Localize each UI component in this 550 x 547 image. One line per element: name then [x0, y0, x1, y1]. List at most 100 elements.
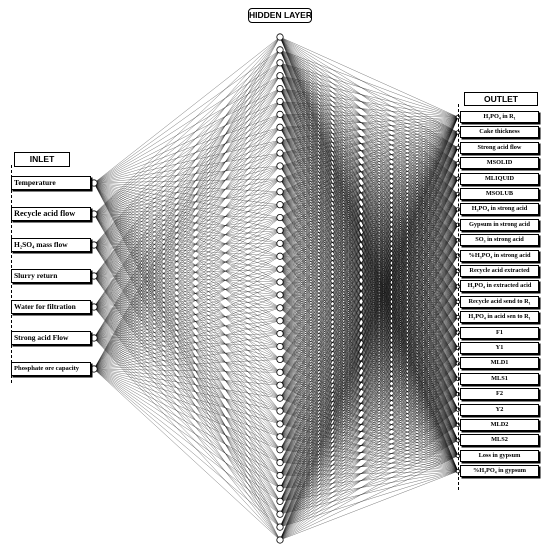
- connection-line: [279, 116, 459, 425]
- connection-line: [279, 132, 459, 541]
- connection-line: [93, 36, 281, 215]
- connection-line: [279, 378, 459, 502]
- connection-line: [93, 368, 281, 412]
- connection-line: [279, 394, 459, 541]
- connection-line: [93, 36, 281, 339]
- connection-line: [279, 116, 459, 128]
- connection-line: [93, 62, 281, 370]
- connection-line: [279, 209, 459, 489]
- connection-line: [93, 152, 281, 215]
- connection-line: [279, 178, 459, 489]
- connection-line: [93, 88, 281, 215]
- connection-line: [279, 286, 459, 541]
- connection-line: [279, 471, 459, 541]
- connection-line: [279, 347, 459, 528]
- connection-line: [279, 193, 459, 528]
- hidden-neuron: [276, 407, 284, 415]
- connection-line: [93, 49, 281, 370]
- connection-line: [279, 116, 459, 180]
- connection-line: [93, 152, 281, 184]
- input-neuron: [90, 334, 98, 342]
- connection-line: [93, 140, 281, 277]
- connection-line: [279, 378, 459, 476]
- connection-line: [93, 368, 281, 437]
- output-label: Loss in gypsum: [460, 449, 539, 462]
- connection-line: [279, 193, 459, 489]
- hidden-neuron: [276, 149, 284, 157]
- output-label: H₃PO₄ in extracted acid: [460, 280, 539, 293]
- connection-line: [93, 294, 281, 370]
- connection-line: [279, 116, 459, 218]
- connection-line: [279, 116, 459, 334]
- hidden-neuron: [276, 252, 284, 260]
- connection-line: [93, 36, 281, 246]
- connection-line: [279, 270, 459, 515]
- connection-line: [279, 471, 459, 502]
- outlet-header: OUTLET: [464, 92, 538, 106]
- connection-line: [279, 347, 459, 476]
- connection-line: [279, 317, 459, 528]
- connection-line: [93, 333, 281, 370]
- connection-line: [279, 317, 459, 502]
- connection-line: [93, 191, 281, 370]
- connection-line: [279, 255, 459, 489]
- input-label: Phosphate ore capacity: [11, 362, 91, 376]
- connection-line: [279, 132, 459, 515]
- input-label: Temperature: [11, 176, 91, 190]
- connection-line: [279, 286, 459, 502]
- connection-line: [93, 88, 281, 339]
- input-label: Water for filtration: [11, 300, 91, 314]
- connection-line: [93, 36, 281, 277]
- connection-line: [93, 75, 281, 215]
- connection-line: [93, 368, 281, 463]
- connection-line: [93, 306, 281, 476]
- output-label: Recycle acid extracted: [460, 265, 539, 277]
- connection-line: [93, 275, 281, 515]
- connection-lines: [93, 36, 459, 541]
- connection-line: [93, 152, 281, 277]
- connection-line: [279, 88, 459, 118]
- connection-line: [279, 286, 459, 515]
- connection-line: [93, 368, 281, 450]
- connection-line: [93, 88, 281, 308]
- connection-line: [279, 178, 459, 541]
- connection-line: [279, 270, 459, 528]
- connection-line: [93, 88, 281, 184]
- connection-line: [93, 114, 281, 339]
- connection-line: [93, 368, 281, 476]
- connection-line: [93, 152, 281, 339]
- connection-line: [93, 127, 281, 215]
- output-label: SO₃ in strong acid: [460, 234, 539, 247]
- connection-line: [279, 116, 459, 450]
- connection-line: [93, 36, 281, 184]
- connection-line: [93, 62, 281, 308]
- connection-line: [279, 193, 459, 476]
- connection-line: [279, 240, 459, 541]
- input-label: H₂SO₄ mass flow: [11, 238, 91, 252]
- hidden-neuron: [276, 342, 284, 351]
- connection-line: [279, 409, 459, 528]
- hidden-neuron: [276, 213, 284, 222]
- connection-line: [279, 49, 459, 118]
- connection-line: [279, 178, 459, 502]
- connection-line: [93, 268, 281, 370]
- connection-line: [93, 127, 281, 370]
- connection-line: [279, 255, 459, 541]
- hidden-neuron: [276, 59, 284, 67]
- connection-line: [93, 62, 281, 339]
- connection-line: [93, 75, 281, 184]
- connection-line: [93, 114, 281, 370]
- connection-line: [93, 101, 281, 215]
- connection-line: [93, 101, 281, 308]
- hidden-neuron: [276, 226, 284, 235]
- connection-line: [279, 332, 459, 502]
- connection-line: [279, 301, 459, 502]
- connection-line: [279, 440, 459, 489]
- connection-line: [279, 116, 459, 308]
- connection-line: [279, 363, 459, 502]
- connection-line: [279, 147, 459, 476]
- hidden-neuron: [276, 123, 284, 131]
- connection-line: [279, 178, 459, 528]
- input-label: Slurry return: [11, 269, 91, 283]
